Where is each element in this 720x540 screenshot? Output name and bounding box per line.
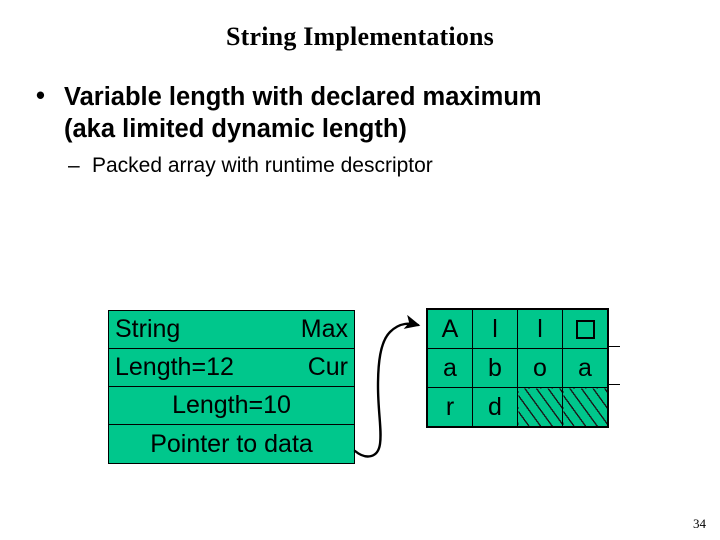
- char-cell: l: [472, 309, 518, 349]
- char-glyph: a: [578, 353, 592, 382]
- char-cell: b: [472, 348, 518, 388]
- bullet-marker-icon: •: [36, 82, 45, 110]
- char-cell: r: [427, 387, 473, 427]
- char-grid-row: r d: [427, 387, 608, 427]
- char-glyph: d: [488, 392, 502, 421]
- char-cell: d: [472, 387, 518, 427]
- pointer-to-data-arrow: [353, 314, 421, 458]
- dash-marker-icon: –: [68, 153, 80, 177]
- descriptor-cell-max-length: Length=12: [115, 353, 234, 381]
- grid-edge-tick: [608, 346, 620, 347]
- char-glyph: l: [492, 314, 498, 343]
- descriptor-row-current-length: Length=10: [109, 387, 354, 425]
- runtime-descriptor-block: String Max Length=12 Cur Length=10 Point…: [108, 310, 355, 464]
- char-glyph: a: [443, 353, 457, 382]
- char-cell-space: [562, 309, 608, 349]
- char-glyph: b: [488, 353, 502, 382]
- packed-character-array: A l l a b: [426, 308, 609, 428]
- descriptor-cell-string: String: [115, 315, 181, 343]
- descriptor-cell-max: Max: [300, 315, 348, 343]
- bullet-level1: • Variable length with declared maximum …: [30, 82, 690, 146]
- char-glyph: l: [537, 314, 543, 343]
- descriptor-row-pointer-to-data: Pointer to data: [109, 425, 354, 463]
- page-number: 34: [693, 516, 706, 531]
- body-content: • Variable length with declared maximum …: [30, 82, 690, 179]
- char-glyph: o: [533, 353, 547, 382]
- char-cell: a: [427, 348, 473, 388]
- descriptor-cell-pointer-to-data: Pointer to data: [150, 429, 313, 458]
- char-cell-unused: [562, 387, 608, 427]
- bullet-level1-line2: (aka limited dynamic length): [64, 114, 407, 143]
- descriptor-row-maxlength-cur: Length=12 Cur: [109, 349, 354, 387]
- descriptor-row-string-max: String Max: [109, 311, 354, 349]
- char-glyph: A: [441, 314, 459, 343]
- descriptor-cell-cur: Cur: [307, 353, 348, 381]
- bullet-level1-line1: Variable length with declared maximum: [64, 83, 542, 111]
- bullet-level2-line1: Packed array with runtime descriptor: [92, 153, 433, 177]
- page-title: String Implementations: [225, 22, 495, 51]
- char-cell: A: [427, 309, 473, 349]
- char-cell: o: [517, 348, 563, 388]
- char-glyph: r: [445, 392, 455, 421]
- char-grid-row: a b o a: [427, 348, 608, 388]
- char-cell-unused: [517, 387, 563, 427]
- char-cell: l: [517, 309, 563, 349]
- descriptor-cell-current-length: Length=10: [172, 391, 291, 419]
- space-box-icon: [575, 319, 595, 339]
- char-grid-row: A l l: [427, 309, 608, 349]
- char-grid-table: A l l a b: [427, 309, 608, 427]
- grid-edge-tick: [608, 384, 620, 385]
- char-cell: a: [562, 348, 608, 388]
- bullet-level2: – Packed array with runtime descriptor: [30, 152, 690, 179]
